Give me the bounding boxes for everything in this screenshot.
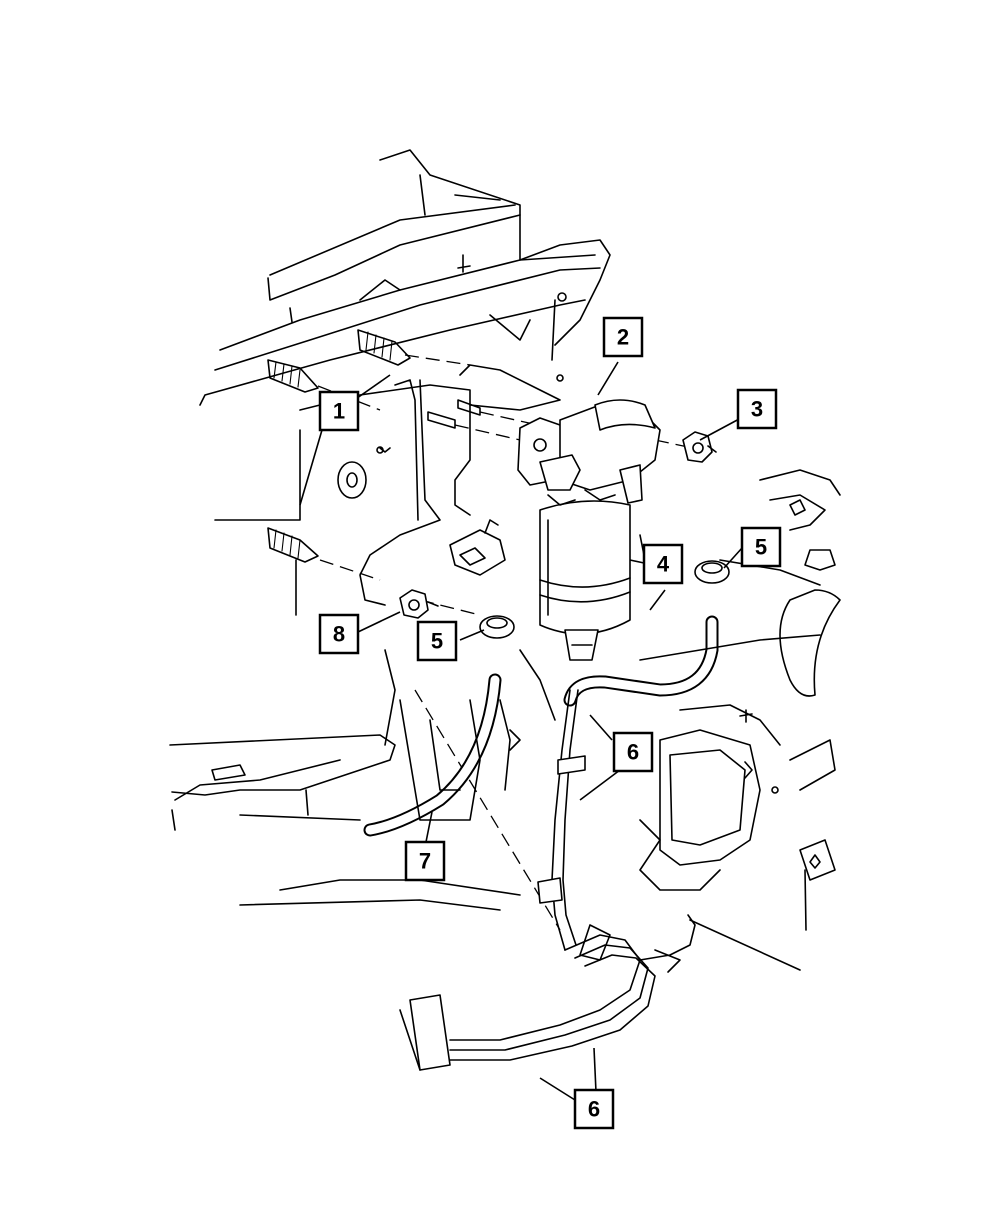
nut-part-8	[399, 589, 439, 619]
upper-frame-rail	[199, 149, 611, 406]
leader-lines	[299, 361, 743, 1101]
callout-6b[interactable]: 6	[573, 1088, 615, 1130]
stud-upper-left	[267, 359, 319, 393]
vapor-tube-assembly	[399, 689, 696, 1071]
callout-1[interactable]: 1	[318, 390, 360, 432]
callout-2[interactable]: 2	[602, 316, 644, 358]
vapor-canister	[539, 500, 631, 661]
callout-5b[interactable]: 5	[416, 620, 458, 662]
callout-4[interactable]: 4	[642, 543, 684, 585]
stud-small-1	[427, 399, 481, 429]
callout-3-label: 3	[751, 397, 763, 422]
callout-6a-label: 6	[627, 740, 639, 765]
callout-4-label: 4	[657, 552, 670, 577]
purge-valve	[517, 399, 661, 506]
callout-7[interactable]: 7	[404, 840, 446, 882]
callout-5a-label: 5	[755, 535, 767, 560]
stud-lower	[267, 527, 319, 563]
callout-1-label: 1	[333, 399, 345, 424]
vapor-hose-left	[363, 673, 502, 837]
nut-part-3	[682, 431, 717, 463]
callout-3[interactable]: 3	[736, 388, 778, 430]
grommet-left	[479, 615, 515, 639]
callout-6b-label: 6	[588, 1097, 600, 1122]
right-side-structure	[639, 469, 841, 971]
callout-5b-label: 5	[431, 629, 443, 654]
callout-6a[interactable]: 6	[612, 731, 654, 773]
callout-7-label: 7	[419, 849, 431, 874]
callout-2-label: 2	[617, 325, 629, 350]
grommet-right	[694, 560, 730, 584]
mounting-bracket	[214, 364, 564, 616]
vent-hose-right	[563, 615, 719, 707]
callout-8[interactable]: 8	[318, 613, 360, 655]
stud-upper-right	[357, 329, 411, 366]
callout-8-label: 8	[333, 622, 345, 647]
lower-body-structure	[169, 649, 556, 911]
callout-5a[interactable]: 5	[740, 526, 782, 568]
